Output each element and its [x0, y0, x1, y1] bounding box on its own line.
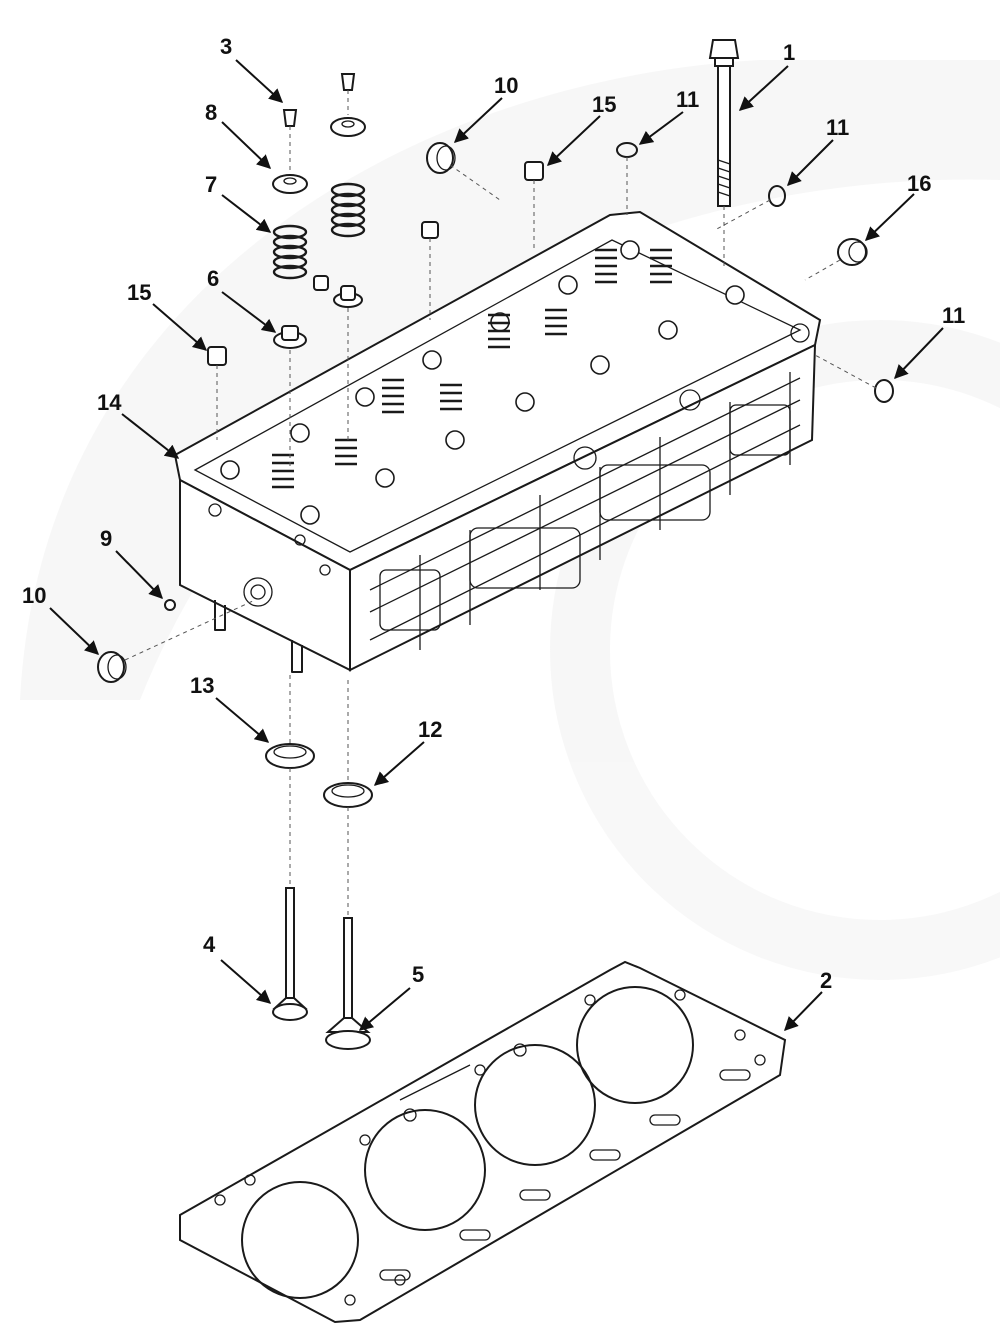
- valve: [272, 887, 371, 1050]
- callout-14: 14: [97, 390, 122, 415]
- callout-10-top: 10: [494, 73, 518, 98]
- valve-seat-insert: [265, 675, 373, 915]
- valve-collet: [282, 73, 356, 175]
- head-bolt: [708, 39, 740, 270]
- callout-9: 9: [100, 526, 112, 551]
- callout-15-top: 15: [592, 92, 616, 117]
- ball-plug: [164, 599, 176, 611]
- callout-11-right: 11: [942, 303, 965, 328]
- valve-spring: [272, 182, 366, 280]
- callout-2: 2: [820, 968, 832, 993]
- expansion-plug: [804, 238, 868, 281]
- callout-7: 7: [205, 172, 217, 197]
- callout-4: 4: [203, 932, 216, 957]
- callout-11-mid: 11: [826, 115, 849, 140]
- valve-stem-seal: [273, 285, 363, 470]
- head-gasket: [179, 960, 787, 1324]
- cylinder-head: [173, 210, 822, 673]
- leader-lines: [49, 59, 944, 1032]
- callout-5: 5: [412, 962, 424, 987]
- callout-16: 16: [907, 171, 931, 196]
- o-ring: [616, 142, 894, 403]
- callout-12: 12: [418, 717, 442, 742]
- callout-1: 1: [783, 40, 795, 65]
- callout-numbers: 1 2 3 4 5 6 7 8 9 10 10 11 11 11 12 13 1…: [22, 34, 965, 993]
- callout-3: 3: [220, 34, 232, 59]
- spring-retainer: [272, 117, 366, 194]
- watermark-logo: [20, 60, 1000, 980]
- callout-13: 13: [190, 673, 214, 698]
- callout-8: 8: [205, 100, 217, 125]
- plug: [207, 161, 544, 440]
- callout-11-top: 11: [676, 87, 699, 112]
- callout-10-left: 10: [22, 583, 46, 608]
- cup-plug: [97, 142, 501, 683]
- callout-15-left: 15: [127, 280, 151, 305]
- callout-6: 6: [207, 266, 219, 291]
